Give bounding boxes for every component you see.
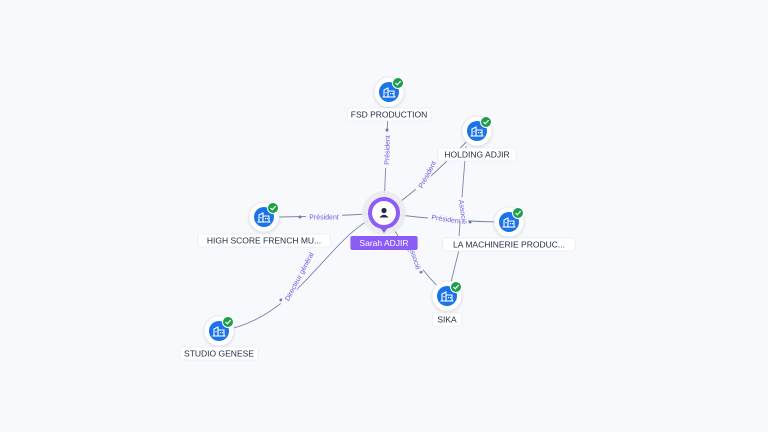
edge-relation-label: Président	[309, 215, 339, 222]
company-node-sika[interactable]: SIKA	[431, 280, 463, 327]
verified-check-icon	[512, 207, 524, 219]
check-mark-icon	[225, 319, 232, 325]
company-node-highscore[interactable]: HIGH SCORE FRENCH MU...	[197, 201, 331, 248]
company-name-box	[442, 237, 576, 252]
edge-label-bg	[406, 242, 424, 273]
edge-label-group: Président	[415, 156, 440, 193]
company-node-machinerie[interactable]: LA MACHINERIE PRODUC...	[442, 206, 576, 252]
edge-label-bg	[427, 212, 465, 226]
person-name: Sarah ADJIR	[359, 238, 408, 248]
link-relation-label: Associé	[457, 199, 467, 224]
person-icon-body	[379, 214, 389, 218]
link-label-bg	[456, 196, 469, 227]
company-name: SIKA	[437, 315, 457, 325]
link-line	[450, 249, 460, 283]
company-name-box	[346, 107, 432, 122]
edge-label-group: Directeur général	[280, 245, 318, 308]
edge-relation-label: Président	[384, 135, 392, 165]
person-name-box	[350, 236, 418, 250]
check-mark-icon	[270, 205, 277, 211]
person-pin-tail	[379, 226, 389, 233]
edge-studio: Directeur général	[218, 212, 385, 332]
company-name-box	[431, 312, 463, 327]
edge-arrow-icon	[468, 220, 472, 224]
edge-label-bg	[280, 245, 318, 308]
edge-label-bg	[305, 213, 343, 221]
verified-check-icon	[267, 202, 279, 214]
center-layer: Sarah ADJIR	[350, 191, 418, 250]
company-name: FSD PRODUCTION	[351, 110, 428, 120]
check-mark-icon	[515, 210, 522, 216]
company-name-box	[197, 233, 331, 248]
company-name-box	[437, 147, 517, 162]
company-node-fsd[interactable]: FSD PRODUCTION	[346, 76, 432, 122]
company-name: LA MACHINERIE PRODUC...	[453, 240, 565, 250]
verified-check-icon	[392, 77, 404, 89]
company-node-holding[interactable]: HOLDING ADJIR	[437, 115, 517, 162]
link-machinerie-sika	[450, 249, 460, 283]
edge-arrow-icon	[385, 128, 389, 132]
edge-relation-label: Directeur général	[284, 251, 316, 302]
nodes-layer: FSD PRODUCTION HOLDING ADJIR LA MACHINERIE…	[179, 76, 576, 361]
edge-relation-label: Président	[431, 214, 461, 225]
link-label-group: Associé	[456, 196, 469, 227]
check-mark-icon	[395, 80, 402, 86]
verified-check-icon	[480, 116, 492, 128]
edge-label-group: Président	[427, 212, 465, 226]
check-mark-icon	[483, 119, 490, 125]
company-name-box	[179, 346, 259, 361]
edge-label-bg	[382, 131, 392, 169]
person-node[interactable]: Sarah ADJIR	[350, 191, 418, 250]
company-name: STUDIO GENESE	[184, 349, 254, 359]
edge-label-group: Président	[382, 131, 392, 169]
edge-label-bg	[415, 156, 440, 193]
verified-check-icon	[450, 281, 462, 293]
edge-label-group: Président	[305, 213, 343, 222]
company-name: HOLDING ADJIR	[444, 150, 509, 160]
edge-arrow-icon	[298, 215, 302, 219]
verified-check-icon	[222, 316, 234, 328]
company-node-studio[interactable]: STUDIO GENESE	[179, 315, 259, 361]
company-name: HIGH SCORE FRENCH MU...	[207, 236, 321, 246]
person-icon	[381, 207, 387, 214]
check-mark-icon	[453, 284, 460, 290]
